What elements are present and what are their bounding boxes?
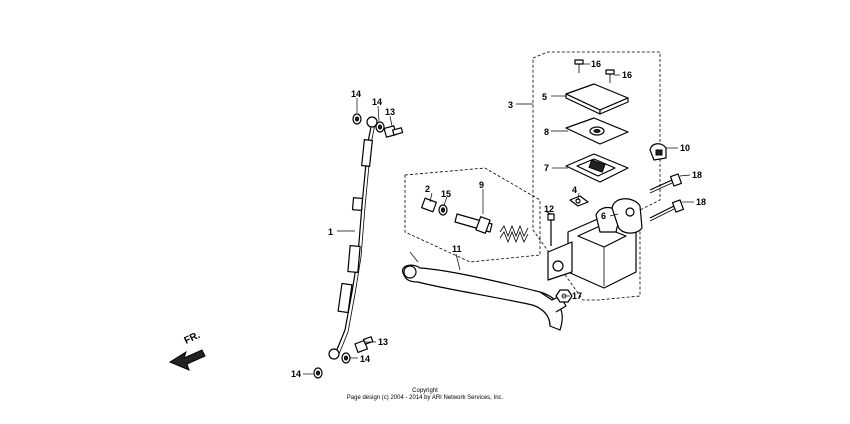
master-cylinder-assembly-box bbox=[532, 51, 661, 301]
sealing-washer-upper-right[interactable] bbox=[375, 121, 385, 133]
reservoir-cap-screw-left[interactable] bbox=[574, 59, 584, 73]
front-direction-indicator: FR. bbox=[168, 330, 206, 371]
leader-lines bbox=[303, 63, 694, 375]
master-cylinder-body[interactable] bbox=[547, 206, 637, 289]
callout-5: 5 bbox=[542, 92, 547, 102]
callout-3: 3 bbox=[508, 100, 513, 110]
diaphragm[interactable] bbox=[565, 153, 629, 183]
switch-bracket[interactable] bbox=[569, 195, 589, 207]
callout-4: 4 bbox=[572, 185, 577, 195]
reservoir-cap-screw-right[interactable] bbox=[605, 69, 615, 83]
brake-hose[interactable] bbox=[328, 116, 378, 360]
sealing-washer-lower-right[interactable] bbox=[341, 352, 351, 364]
callout-1: 1 bbox=[328, 227, 333, 237]
callout-2: 2 bbox=[425, 184, 430, 194]
boot[interactable] bbox=[421, 197, 437, 213]
piston-kit-assembly-box bbox=[404, 167, 541, 263]
callout-14-upper-right: 14 bbox=[372, 97, 382, 107]
callout-13-lower: 13 bbox=[378, 337, 388, 347]
lever-pivot-bolt[interactable] bbox=[547, 213, 555, 246]
callout-6: 6 bbox=[601, 211, 606, 221]
diaphragm-plate[interactable] bbox=[565, 117, 629, 145]
callout-14-lower-left: 14 bbox=[291, 369, 301, 379]
callout-8: 8 bbox=[544, 127, 549, 137]
callout-15: 15 bbox=[441, 189, 451, 199]
banjo-bolt-upper[interactable] bbox=[383, 125, 404, 138]
callout-16-right: 16 bbox=[622, 70, 632, 80]
callout-18-lower: 18 bbox=[696, 197, 706, 207]
callout-11: 11 bbox=[452, 244, 462, 254]
sealing-washer-lower-left[interactable] bbox=[313, 367, 323, 379]
sealing-washer-upper-left[interactable] bbox=[352, 113, 362, 125]
holder-bolt-lower[interactable] bbox=[649, 199, 685, 222]
callout-17: 17 bbox=[572, 291, 582, 301]
copyright-notice: Page design (c) 2004 - 2014 by ARI Netwo… bbox=[346, 395, 504, 401]
callout-18-upper: 18 bbox=[692, 170, 702, 180]
callout-7: 7 bbox=[544, 163, 549, 173]
circlip[interactable] bbox=[438, 204, 448, 216]
callout-10: 10 bbox=[680, 143, 690, 153]
callout-12: 12 bbox=[544, 204, 554, 214]
banjo-bolt-lower[interactable] bbox=[354, 336, 374, 354]
holder-bolt-upper[interactable] bbox=[649, 173, 683, 194]
brake-lever[interactable] bbox=[402, 264, 567, 331]
master-cylinder-holder[interactable] bbox=[611, 198, 643, 234]
piston-set[interactable] bbox=[454, 213, 529, 244]
brake-light-switch[interactable] bbox=[649, 143, 667, 161]
direction-label: FR. bbox=[183, 330, 202, 347]
callout-14-lower-right: 14 bbox=[360, 354, 370, 364]
callout-9: 9 bbox=[479, 180, 484, 190]
callout-14-upper-left: 14 bbox=[351, 89, 361, 99]
callout-16-left: 16 bbox=[591, 59, 601, 69]
reservoir-cap[interactable] bbox=[565, 83, 629, 115]
copyright-heading: Copyright bbox=[412, 388, 438, 394]
callout-13-upper: 13 bbox=[385, 107, 395, 117]
